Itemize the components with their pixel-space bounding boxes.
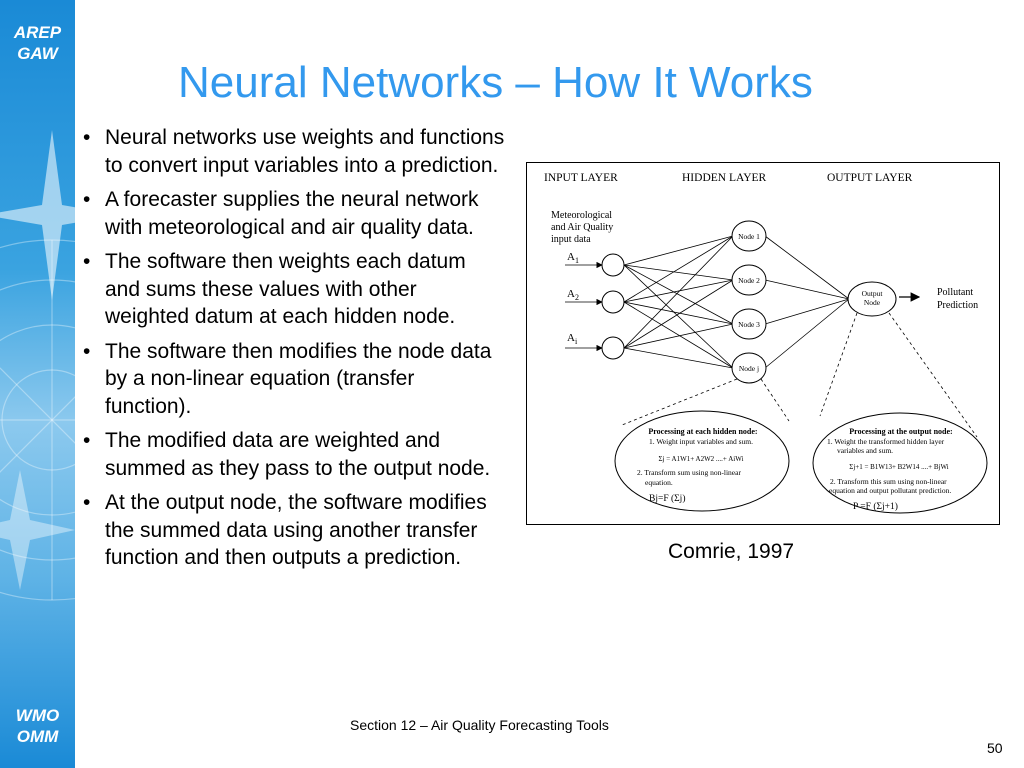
svg-text:equation.: equation. [645, 478, 673, 487]
figure-caption: Comrie, 1997 [668, 540, 795, 563]
output-processing-box: Processing at the output node: 1. Weight… [812, 412, 988, 514]
pollutant-prediction-label: Pollutant Prediction [937, 287, 978, 311]
svg-text:Processing at the output node:: Processing at the output node: [849, 427, 952, 436]
input-labels: A1 A2 Ai [567, 251, 579, 346]
svg-text:Σj+1 = B1W13+ B2W14 ....+ BjWi: Σj+1 = B1W13+ B2W14 ....+ BjWi [849, 463, 949, 471]
svg-text:Meteorological: Meteorological [551, 210, 612, 221]
wmo-omm-logo: WMO OMM [15, 706, 60, 746]
input-node [601, 253, 625, 277]
neural-network-diagram: INPUT LAYER HIDDEN LAYER OUTPUT LAYER Me… [526, 162, 1000, 525]
input-layer-header: INPUT LAYER [544, 172, 618, 184]
output-node: Output Node [847, 281, 897, 317]
svg-text:and Air Quality: and Air Quality [551, 222, 613, 233]
svg-text:Prediction: Prediction [937, 300, 978, 311]
svg-text:1. Weight input variables and: 1. Weight input variables and sum. [649, 437, 753, 446]
svg-text:Processing at each hidden node: Processing at each hidden node: [648, 427, 757, 436]
input-node [601, 336, 625, 360]
svg-text:Bj=F (Σj): Bj=F (Σj) [649, 493, 686, 504]
page-number: 50 [987, 740, 1003, 756]
input-label: Ai [567, 332, 578, 346]
dashed-leader-lines [621, 312, 978, 438]
slide-title: Neural Networks – How It Works [178, 58, 813, 107]
hidden-node-label: Node 2 [738, 276, 760, 285]
hidden-node-label: Node j [739, 364, 759, 373]
input-label: A2 [567, 288, 579, 302]
bullet-item: Neural networks use weights and function… [78, 124, 506, 179]
hidden-nodes: Node 1 Node 2 Node 3 Node j [731, 220, 767, 384]
input-nodes [601, 253, 625, 360]
hidden-processing-box: Processing at each hidden node: 1. Weigh… [614, 410, 790, 512]
bullet-item: The modified data are weighted and summe… [78, 427, 506, 482]
bullet-list: Neural networks use weights and function… [78, 124, 506, 579]
svg-text:input data: input data [551, 234, 591, 245]
hidden-node-label: Node 1 [738, 232, 760, 241]
input-description: Meteorological and Air Quality input dat… [551, 210, 613, 245]
output-layer-header: OUTPUT LAYER [827, 172, 913, 184]
svg-text:Output: Output [862, 289, 884, 298]
svg-text:1. Weight the transformed hidd: 1. Weight the transformed hidden layer [827, 437, 945, 446]
svg-text:P =F (Σj+1): P =F (Σj+1) [853, 501, 898, 512]
bullet-item: At the output node, the software modifie… [78, 489, 506, 572]
bullet-item: A forecaster supplies the neural network… [78, 186, 506, 241]
svg-text:Pollutant: Pollutant [937, 287, 973, 298]
svg-text:variables and sum.: variables and sum. [837, 446, 893, 455]
input-label: A1 [567, 251, 579, 265]
svg-text:equation and output pollutant: equation and output pollutant prediction… [829, 486, 951, 495]
footer-text: Section 12 – Air Quality Forecasting Too… [350, 717, 609, 733]
input-node [601, 290, 625, 314]
bullet-item: The software then weights each datum and… [78, 248, 506, 331]
svg-text:Σj = A1W1+ A2W2 ....+ AiWi: Σj = A1W1+ A2W2 ....+ AiWi [658, 455, 743, 463]
connection-lines [623, 235, 850, 369]
wmo-emblem-watermark [0, 130, 75, 601]
bullet-item: The software then modifies the node data… [78, 338, 506, 421]
hidden-layer-header: HIDDEN LAYER [682, 172, 767, 184]
hidden-node-label: Node 3 [738, 320, 760, 329]
svg-text:Node: Node [864, 298, 881, 307]
arep-gaw-logo: AREP GAW [13, 23, 62, 63]
svg-text:2. Transform sum using non-lin: 2. Transform sum using non-linear [637, 468, 741, 477]
input-arrows [565, 261, 603, 352]
sidebar-banner: AREP GAW WMO OMM [0, 0, 75, 768]
svg-text:2. Transform this sum using no: 2. Transform this sum using non-linear [830, 477, 947, 486]
